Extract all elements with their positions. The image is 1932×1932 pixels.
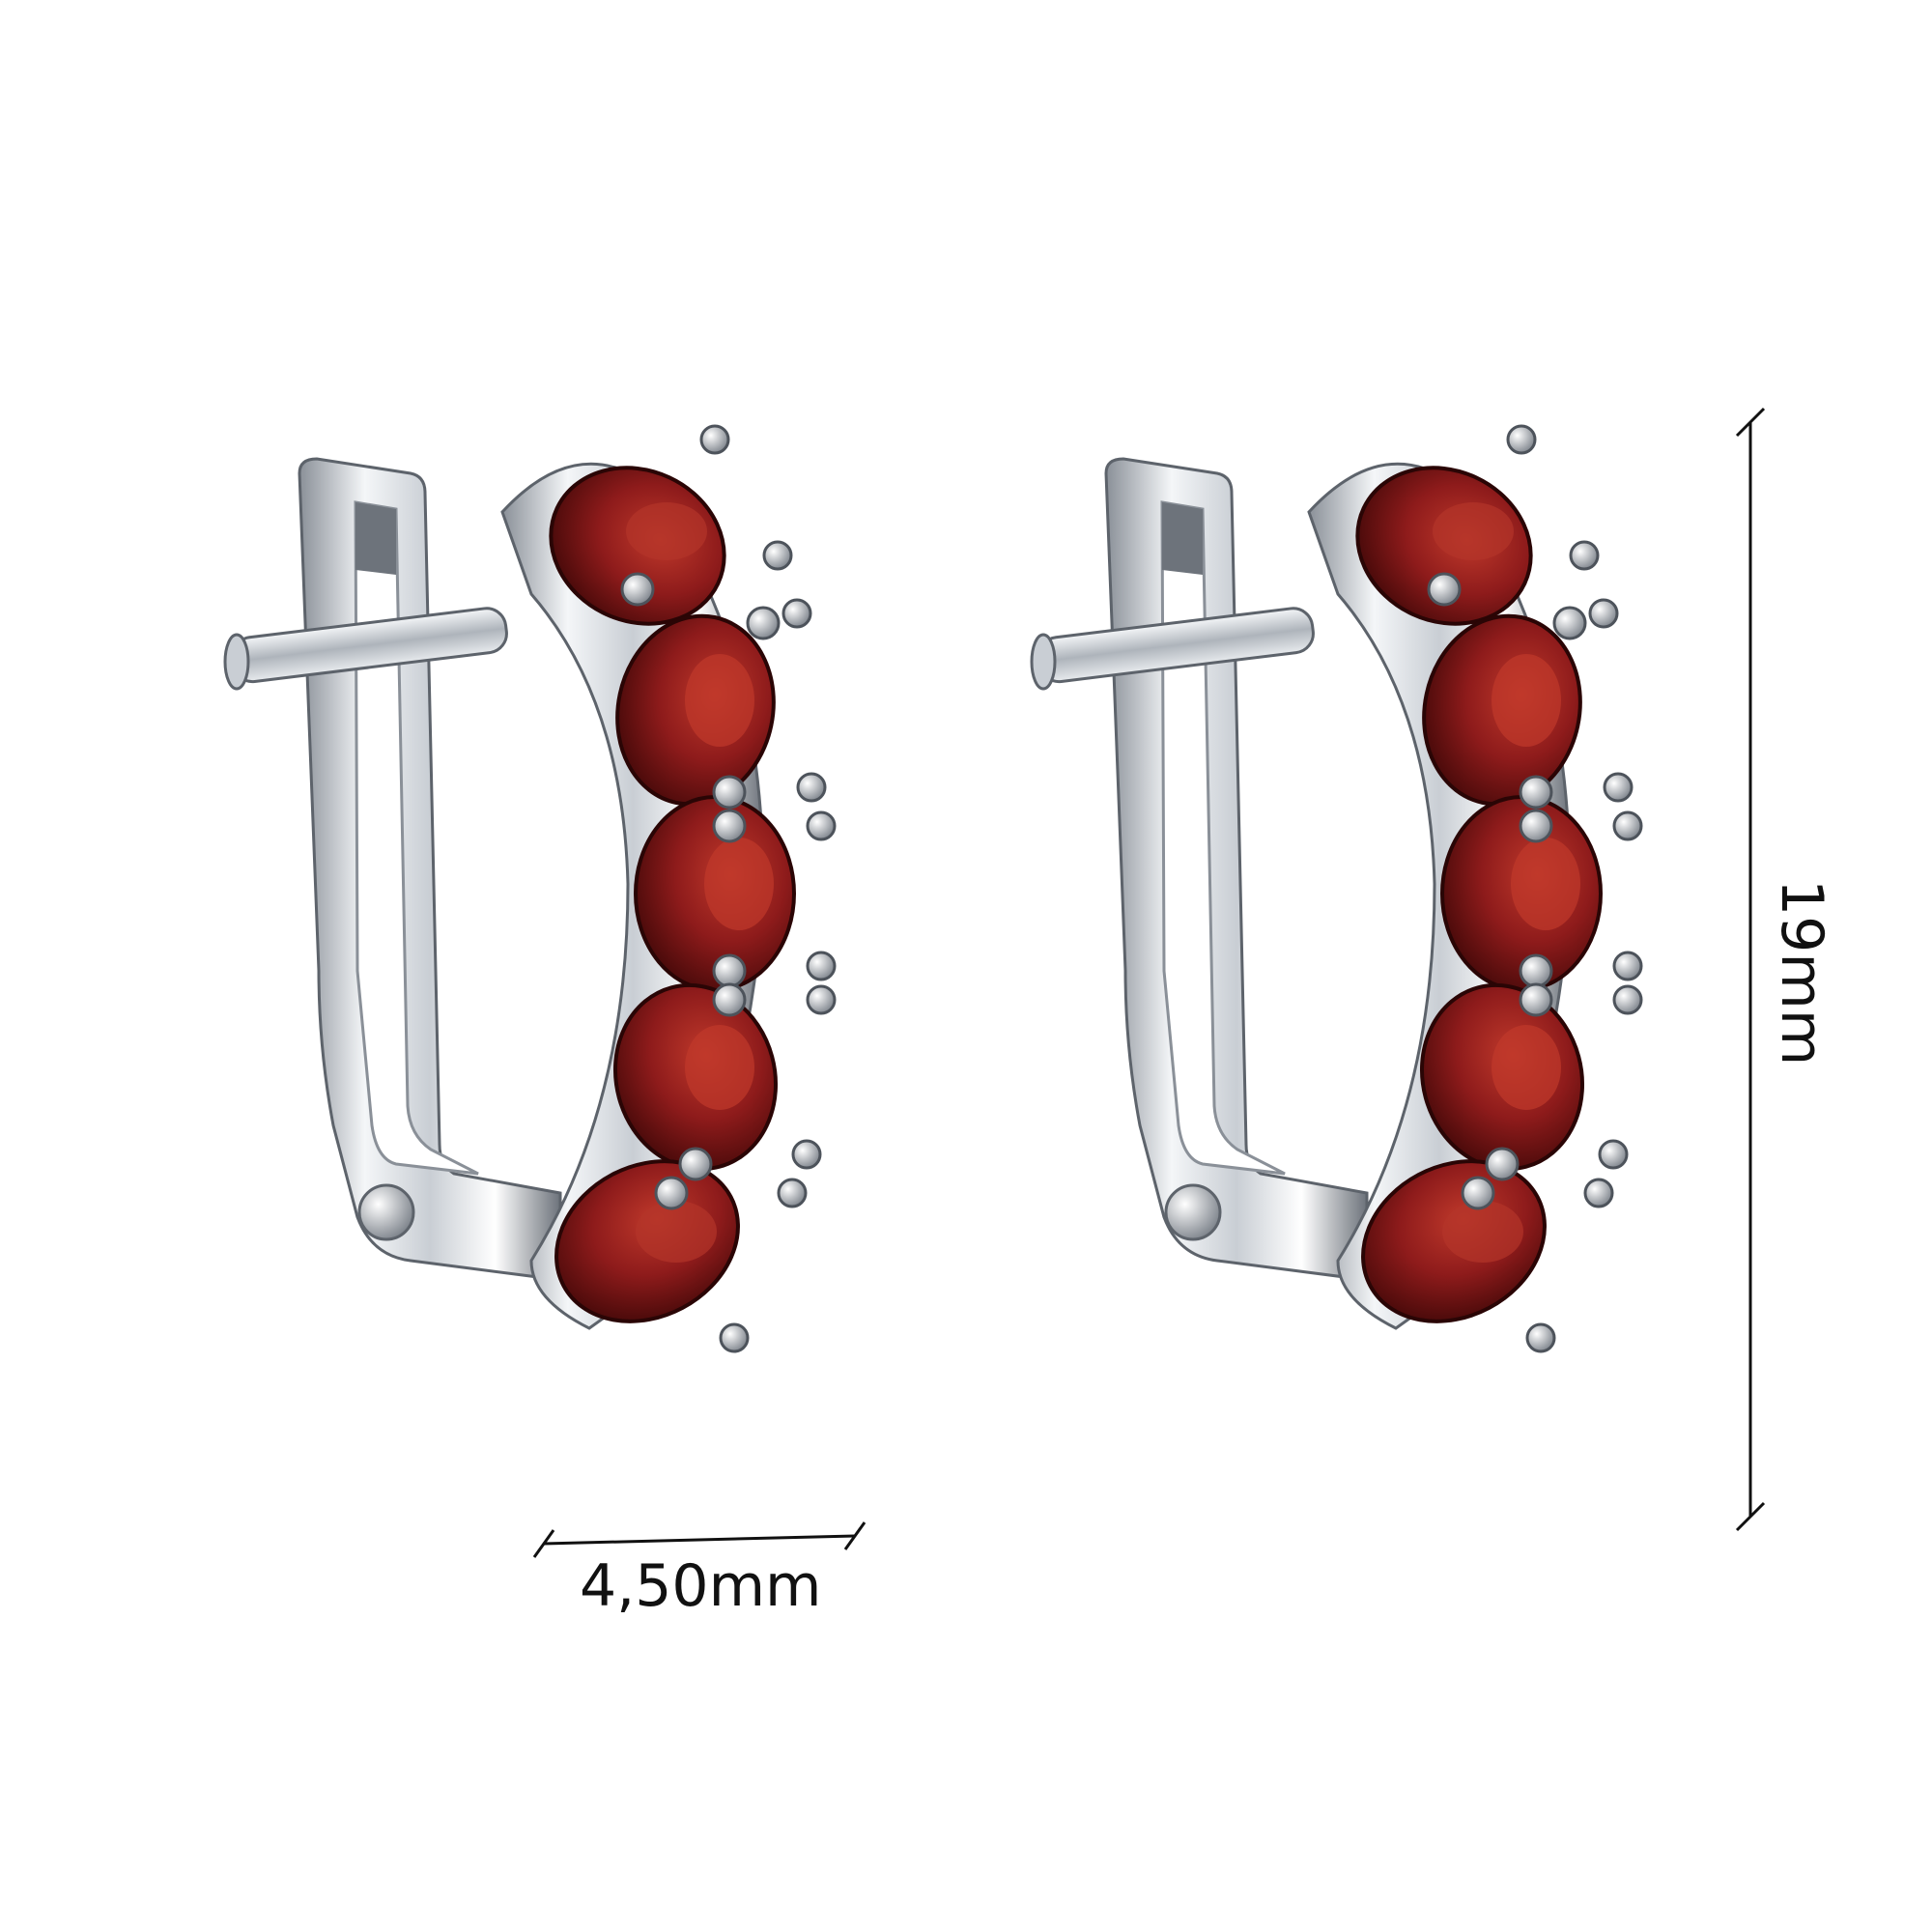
left-earring <box>223 424 837 1354</box>
height-dimension-label: 19mm <box>1768 879 1835 1065</box>
width-dimension-line <box>532 1521 867 1558</box>
width-dimension-label: 4,50mm <box>580 1552 822 1620</box>
height-dimension-line <box>1735 407 1766 1532</box>
right-earring <box>1030 424 1643 1354</box>
